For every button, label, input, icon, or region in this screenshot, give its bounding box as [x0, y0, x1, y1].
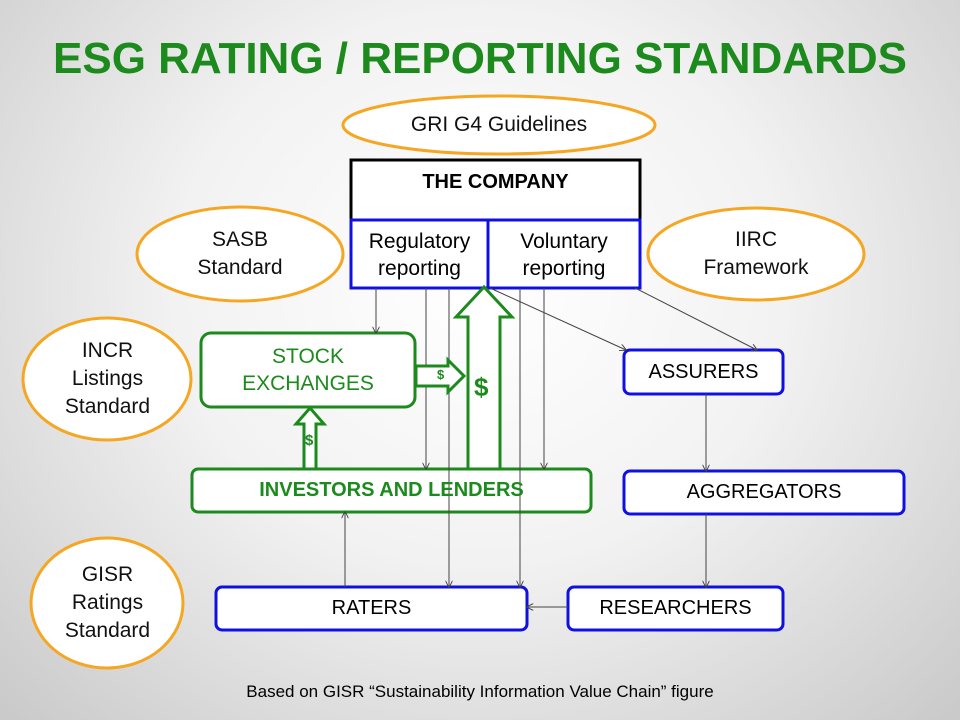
iirc-oval [646, 206, 866, 302]
stock-exchanges-label: STOCK EXCHANGES [242, 345, 374, 395]
gisr-oval [29, 536, 185, 670]
money-arrow-investors-to-exchanges [292, 405, 328, 471]
gri-oval [341, 94, 657, 156]
arrow-company-to-assurers-2 [634, 287, 757, 350]
assurers-label: ASSURERS [648, 360, 759, 383]
sasb-oval [135, 205, 345, 303]
voluntary-box [486, 218, 642, 290]
incr-oval [21, 316, 193, 442]
regulatory-label: Regulatory reporting [368, 230, 471, 280]
money-label-small-up: $ [305, 432, 314, 449]
money-label-small-right: $ [437, 367, 445, 382]
voluntary-label: Voluntary reporting [520, 230, 608, 280]
aggregators-label: AGGREGATORS [686, 481, 842, 503]
assurers-box [622, 348, 785, 396]
raters-label: RATERS [331, 597, 412, 619]
money-arrow-exchanges-to-flow [414, 356, 467, 396]
researchers-box [566, 585, 785, 632]
sasb-label: SASB Standard [197, 228, 283, 279]
money-arrow-to-company [452, 284, 516, 471]
arrow-company-to-assurers-1 [489, 287, 626, 350]
researchers-label: RESEARCHERS [599, 597, 752, 619]
page-title: ESG RATING / REPORTING STANDARDS [53, 34, 907, 83]
aggregators-box [622, 469, 906, 516]
gisr-label: GISR Ratings Standard [64, 563, 151, 642]
gri-label: GRI G4 Guidelines [410, 113, 588, 136]
company-title: THE COMPANY [422, 170, 569, 193]
source-caption: Based on GISR “Sustainability Informatio… [246, 682, 714, 701]
iirc-label: IIRC Framework [703, 228, 809, 279]
investors-label: INVESTORS AND LENDERS [259, 479, 524, 501]
investors-box [190, 467, 593, 514]
money-label-large-up: $ [474, 372, 489, 402]
incr-label: INCR Listings Standard [64, 339, 151, 418]
